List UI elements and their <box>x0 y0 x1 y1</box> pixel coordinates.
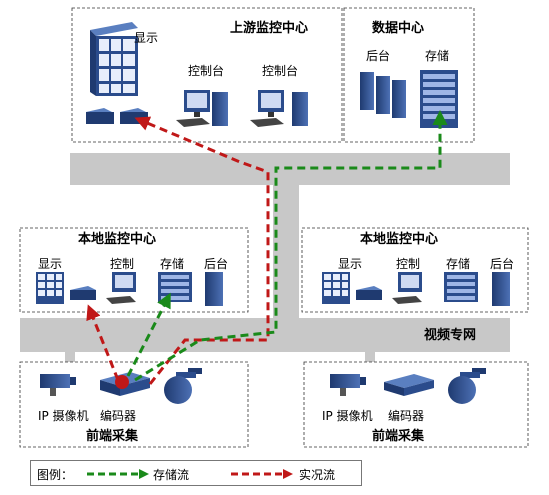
workstation-icon <box>250 90 308 127</box>
local-right-display-label: 显示 <box>338 257 362 271</box>
video-wall-icon <box>36 272 64 304</box>
dome-camera-icon <box>164 368 202 404</box>
video-wall-icon <box>90 22 138 96</box>
ip-camera-icon <box>330 374 366 396</box>
front-left-camera-label: IP 摄像机 <box>38 408 89 423</box>
front-left-title: 前端采集 <box>86 428 139 444</box>
decoder-icon <box>86 108 114 124</box>
front-right-title: 前端采集 <box>372 428 425 444</box>
local-right-backend-label: 后台 <box>490 256 514 271</box>
local-left-display-label: 显示 <box>38 257 62 271</box>
local-center-right: 本地监控中心 显示 控制 存储 后台 <box>301 227 529 313</box>
workstation-icon <box>176 90 228 127</box>
upstream-center: 上游监控中心 显示 控制台 <box>71 7 343 143</box>
legend-prefix: 图例： <box>37 468 74 482</box>
workstation-icon <box>392 272 422 304</box>
storage-flow-to-datacenter <box>134 110 448 382</box>
video-wall-icon <box>322 272 350 304</box>
legend: 图例： 存储流 实况流 <box>30 460 362 486</box>
front-right-encoder-label: 编码器 <box>388 408 424 423</box>
upstream-title: 上游监控中心 <box>230 20 308 36</box>
legend-live-label: 实况流 <box>299 468 336 482</box>
upstream-display-label: 显示 <box>134 31 158 45</box>
server-icon <box>492 272 510 306</box>
encoder-icon <box>384 374 434 396</box>
storage-array-icon <box>158 272 192 302</box>
local-left-backend-label: 后台 <box>204 256 228 271</box>
workstation-icon <box>106 272 136 304</box>
network-backbone <box>20 153 510 365</box>
front-left-encoder-label: 编码器 <box>100 408 136 423</box>
dome-camera-icon <box>448 368 486 404</box>
decoder-icon <box>70 286 96 300</box>
live-flow-to-upstream <box>134 116 270 385</box>
legend-storage-label: 存储流 <box>153 468 190 482</box>
local-right-control-label: 控制 <box>396 257 420 271</box>
local-left-storage-label: 存储 <box>160 256 184 271</box>
legend-storage-swatch <box>87 469 149 479</box>
storage-flow-to-local-storage <box>126 292 171 377</box>
local-right-storage-label: 存储 <box>446 256 470 271</box>
local-right-title: 本地监控中心 <box>360 231 438 247</box>
ip-camera-icon <box>40 374 76 396</box>
storage-flow <box>126 110 448 382</box>
datacenter-backend-label: 后台 <box>366 48 390 63</box>
decoder-icon <box>356 286 382 300</box>
storage-array-icon <box>420 70 458 128</box>
local-left-control-label: 控制 <box>110 257 134 271</box>
server-icon <box>205 272 223 306</box>
upstream-console-label-1: 控制台 <box>188 63 224 78</box>
front-end-left: IP 摄像机 编码器 前端采集 <box>19 361 249 448</box>
datacenter-storage-label: 存储 <box>425 48 449 63</box>
front-right-camera-label: IP 摄像机 <box>322 408 373 423</box>
local-center-left: 本地监控中心 显示 控制 存储 后台 <box>19 227 249 313</box>
front-end-right: IP 摄像机 编码器 前端采集 <box>303 361 529 448</box>
storage-array-icon <box>444 272 478 302</box>
network-label: 视频专网 <box>424 327 476 343</box>
data-center: 数据中心 后台 存储 <box>343 7 475 143</box>
server-rack-icon <box>360 72 406 118</box>
legend-live-swatch <box>231 469 293 479</box>
encoder-source-dot <box>115 375 129 389</box>
datacenter-title: 数据中心 <box>372 20 424 36</box>
live-flow <box>86 116 270 385</box>
upstream-console-label-2: 控制台 <box>262 63 298 78</box>
local-left-title: 本地监控中心 <box>78 231 156 247</box>
